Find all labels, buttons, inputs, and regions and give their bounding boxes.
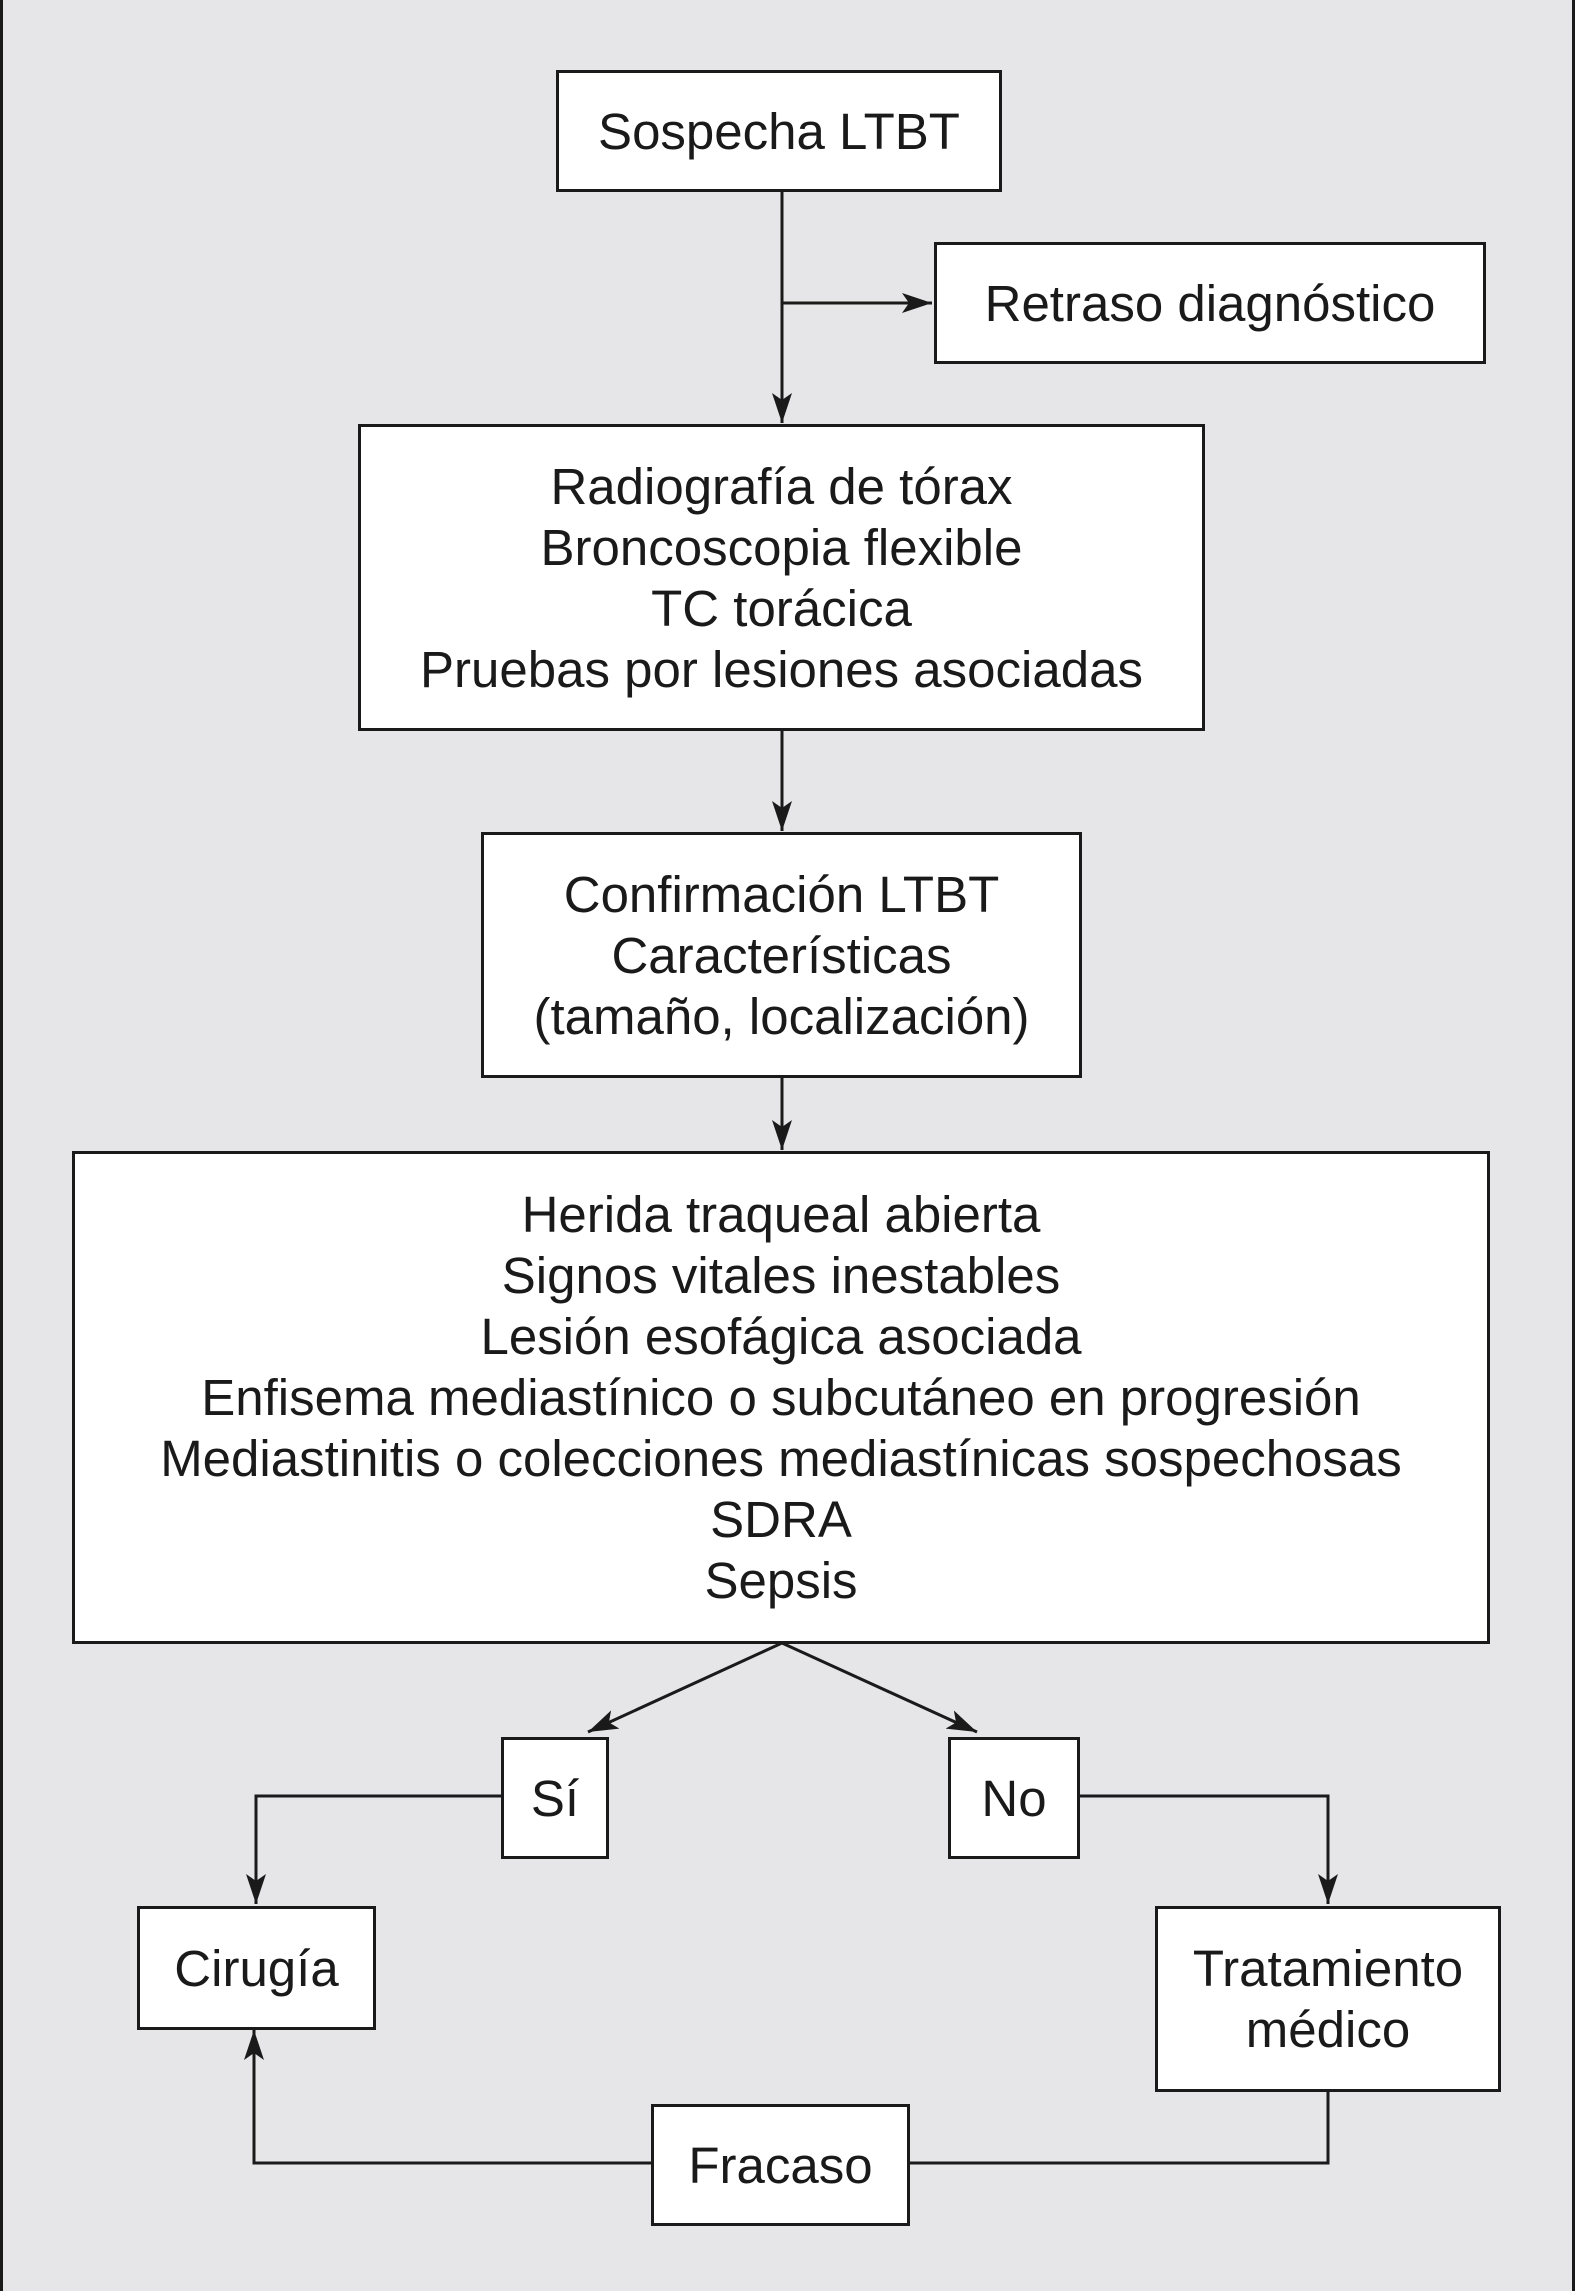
node-confirmacion-line: Características <box>611 926 952 984</box>
node-si: Sí <box>501 1737 609 1859</box>
node-no-line: No <box>981 1769 1047 1827</box>
node-fracaso-line: Fracaso <box>688 2136 873 2194</box>
node-criterios-line: Mediastinitis o colecciones mediastínica… <box>160 1430 1402 1487</box>
node-tratamiento-line: Tratamiento <box>1192 1940 1464 1997</box>
node-no: No <box>948 1737 1080 1859</box>
node-criterios-line: Sepsis <box>704 1552 858 1609</box>
node-criterios-line: Lesión esofágica asociada <box>480 1308 1082 1365</box>
node-sospecha: Sospecha LTBT <box>556 70 1002 192</box>
edge-no-tratamiento <box>1078 1794 1338 1904</box>
node-pruebas-line: Radiografía de tórax <box>550 457 1013 515</box>
edge-tratamiento-fracaso <box>908 2091 1330 2165</box>
node-criterios-line: Herida traqueal abierta <box>521 1186 1041 1243</box>
edge-criterios-si <box>587 1641 783 1734</box>
node-pruebas-line: TC torácica <box>651 579 912 637</box>
node-criterios-line: Signos vitales inestables <box>501 1247 1061 1304</box>
edge-si-cirugia <box>246 1794 502 1904</box>
node-tratamiento-line: médico <box>1245 2001 1411 2058</box>
node-cirugia-line: Cirugía <box>174 1939 339 1997</box>
edge-criterios-no <box>781 1641 978 1734</box>
node-si-line: Sí <box>530 1769 580 1827</box>
node-sospecha-line: Sospecha LTBT <box>598 102 960 160</box>
node-retraso: Retraso diagnóstico <box>934 242 1486 364</box>
edge-fracaso-cirugia <box>244 2030 652 2165</box>
node-cirugia: Cirugía <box>137 1906 376 2030</box>
node-fracaso: Fracaso <box>651 2104 910 2226</box>
node-pruebas-line: Broncoscopia flexible <box>540 518 1023 576</box>
node-criterios-line: SDRA <box>710 1491 852 1548</box>
node-confirmacion-line: Confirmación LTBT <box>563 865 1000 923</box>
node-criterios-line: Enfisema mediastínico o subcutáneo en pr… <box>201 1369 1361 1426</box>
node-retraso-line: Retraso diagnóstico <box>984 274 1436 332</box>
node-pruebas-line: Pruebas por lesiones asociadas <box>420 640 1143 698</box>
node-confirmacion-line: (tamaño, localización) <box>533 987 1030 1045</box>
